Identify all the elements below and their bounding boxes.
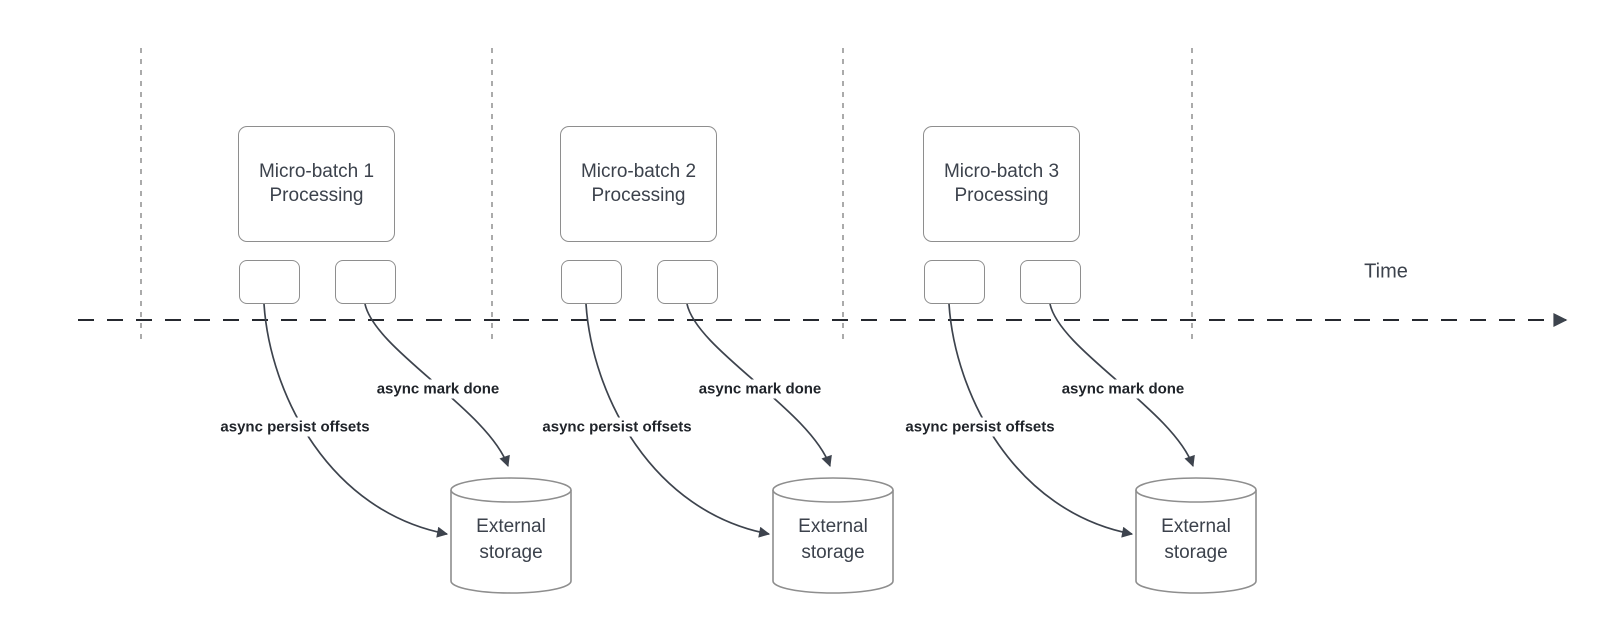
- micro-batch-3-shapes: [948, 303, 1257, 594]
- mark-done-arrow: [364, 303, 510, 468]
- micro-batch-1-shapes: [263, 303, 572, 594]
- mark-done-arrow: [686, 303, 832, 468]
- storage-cylinder-top: [772, 477, 894, 503]
- storage-cylinder-body: [1135, 490, 1257, 594]
- persist-offsets-arrow: [948, 303, 1134, 538]
- mark-done-arrow: [1049, 303, 1195, 468]
- persist-offsets-arrow: [585, 303, 771, 538]
- time-axis-label: Time: [1364, 260, 1408, 283]
- persist-offsets-arrow: [263, 303, 449, 538]
- storage-cylinder-body: [772, 490, 894, 594]
- storage-cylinder-top: [450, 477, 572, 503]
- micro-batch-2-shapes: [585, 303, 894, 594]
- storage-cylinder-top: [1135, 477, 1257, 503]
- storage-cylinder-body: [450, 490, 572, 594]
- interval-guide-lines: [140, 48, 1193, 340]
